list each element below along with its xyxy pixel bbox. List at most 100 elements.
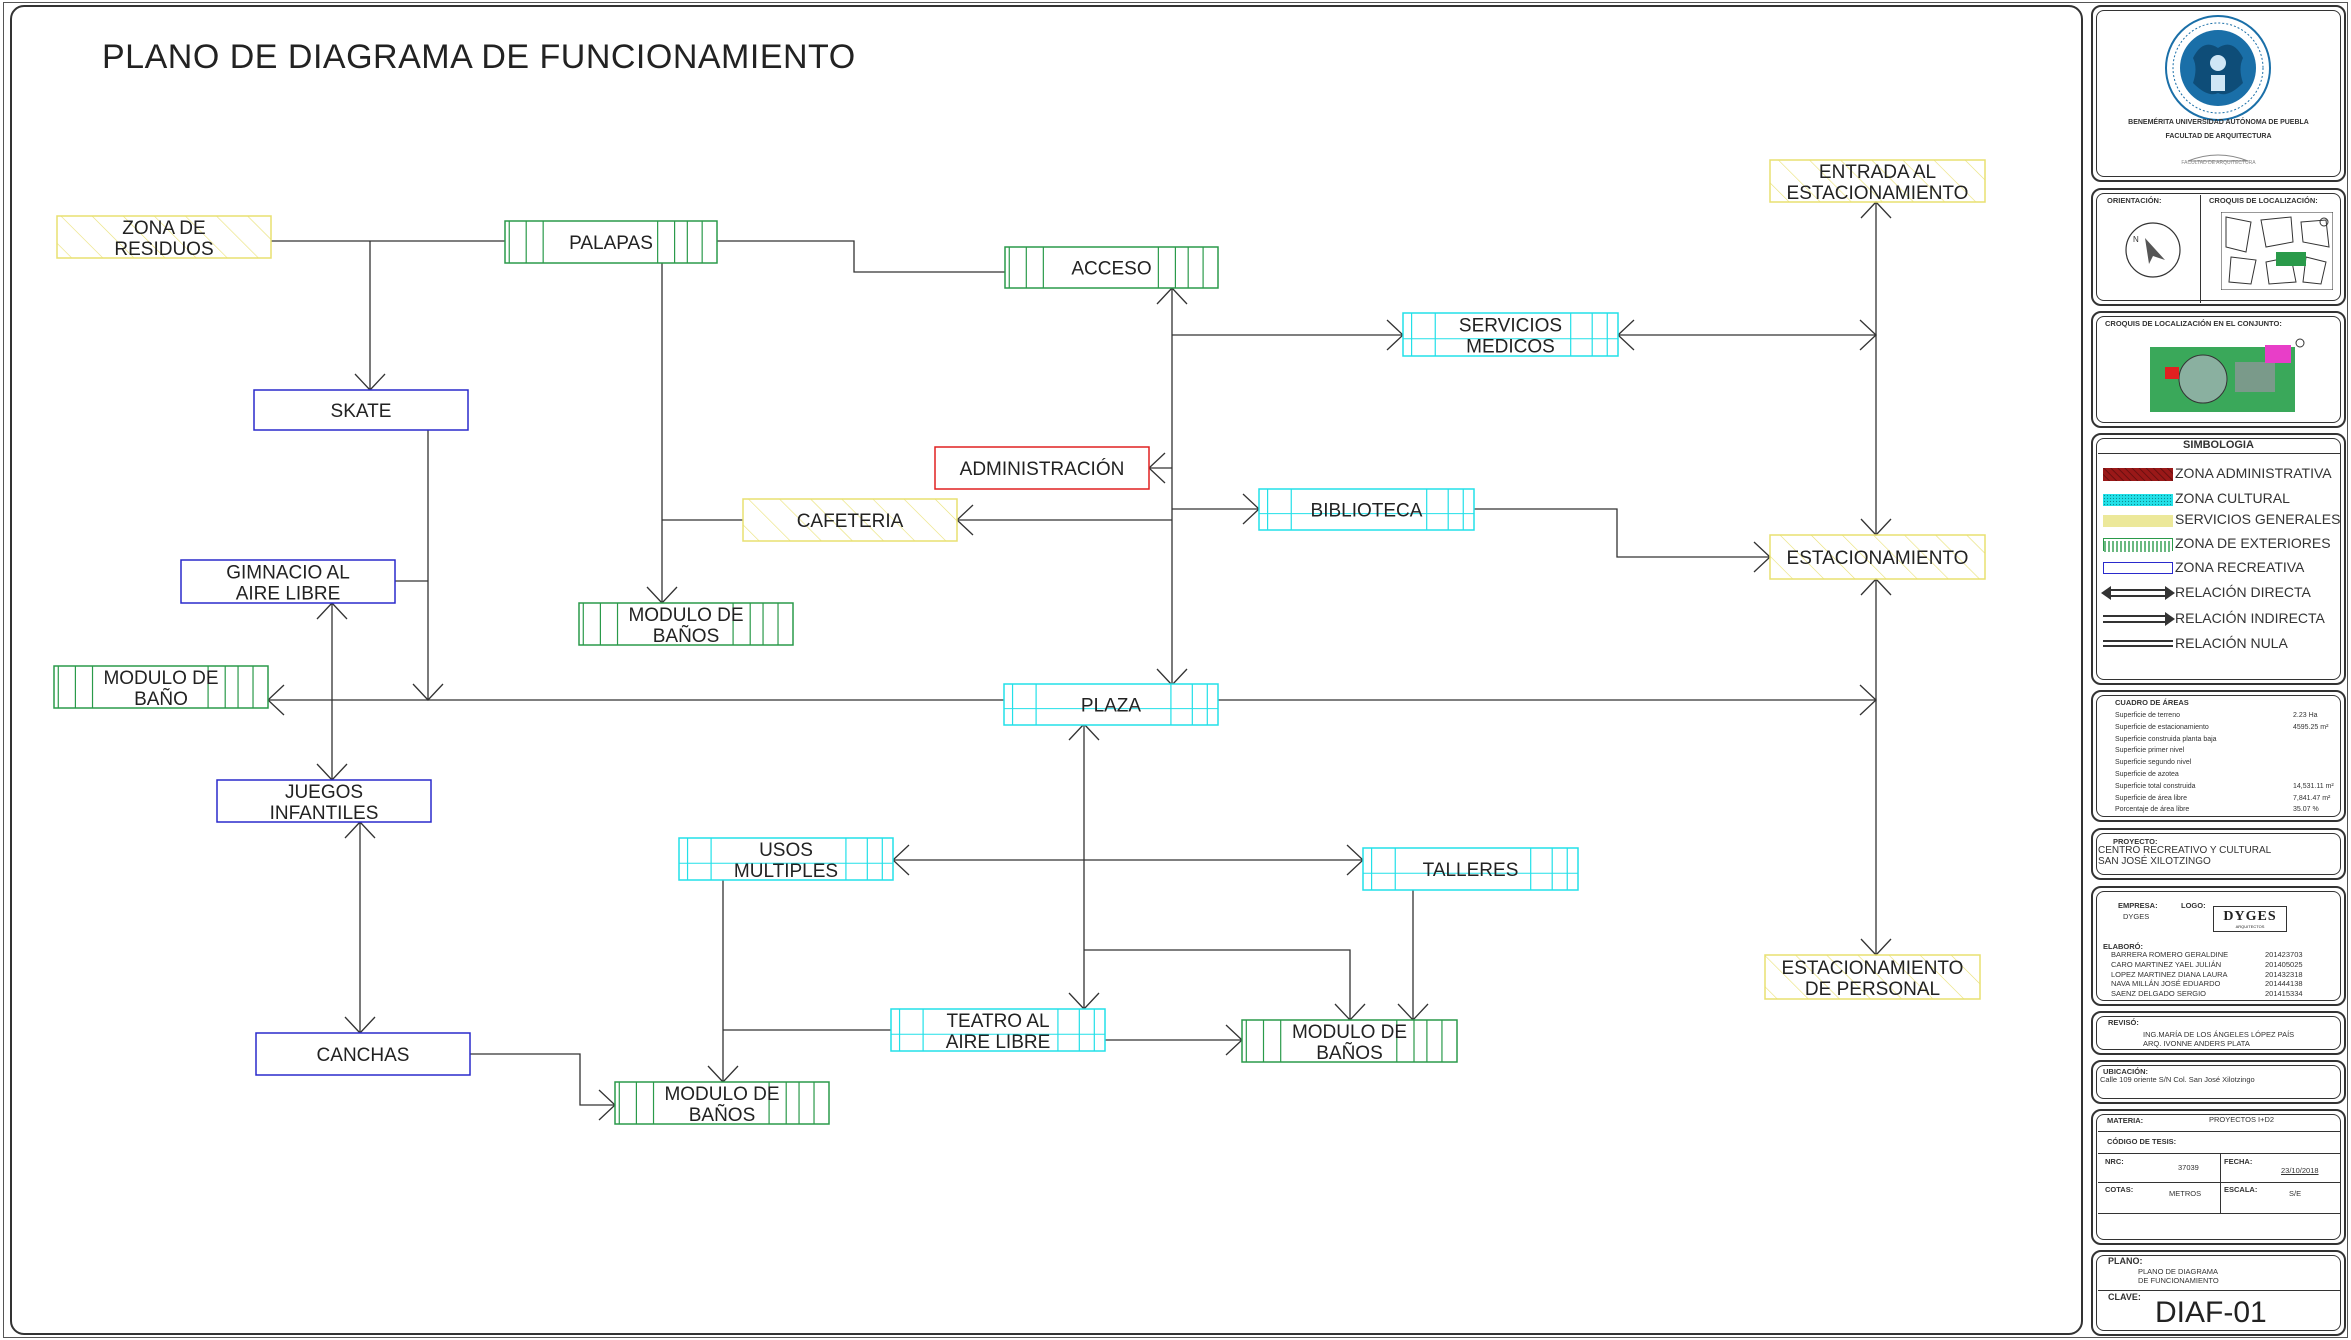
dimensions-value: METROS — [2169, 1189, 2202, 1198]
elaboro-label: ELABORÓ: — [2103, 942, 2143, 951]
node-label: RESIDUOS — [114, 239, 213, 260]
node-label: PLAZA — [1081, 696, 1142, 717]
area-value: 14,531.11 m² — [2293, 782, 2334, 790]
author-name: NAVA MILLÁN JOSÉ EDUARDO — [2111, 979, 2221, 989]
plan-panel: PLANO: PLANO DE DIAGRAMA DE FUNCIONAMIEN… — [2091, 1250, 2346, 1336]
legend-swatch-cultural — [2103, 493, 2173, 506]
area-label: Superficie construida planta baja — [2115, 735, 2217, 743]
reviewer-panel: REVISÓ: ING.MARÍA DE LOS ÁNGELES LÓPEZ P… — [2091, 1011, 2346, 1055]
arrow-skate-plaza — [412, 683, 444, 701]
plan-name-1: PLANO DE DIAGRAMA — [2138, 1267, 2219, 1276]
node-label: MEDICOS — [1466, 337, 1555, 358]
node-acceso: ACCESO — [1004, 246, 1219, 289]
legend-swatch-exteriores — [2103, 538, 2173, 552]
course-panel: MATERIA: PROYECTOS I+D2 CÓDIGO DE TESIS:… — [2091, 1109, 2346, 1245]
location-panel: UBICACIÓN: Calle 109 oriente S/N Col. Sa… — [2091, 1060, 2346, 1104]
node-label: MULTIPLES — [734, 861, 838, 882]
nrc-value: 37039 — [2178, 1163, 2199, 1172]
link-biblioteca-estac — [1474, 508, 1770, 558]
university-seal-icon — [2165, 15, 2271, 121]
node-label: ACCESO — [1071, 259, 1151, 280]
faculty-small: FACULTAD DE ARQUITECTURA — [2181, 160, 2256, 166]
thesis-code-label: CÓDIGO DE TESIS: — [2107, 1137, 2177, 1146]
date-value: 23/10/2018 — [2281, 1166, 2319, 1175]
faculty-name: FACULTAD DE ARQUITECTURA — [2165, 133, 2272, 140]
node-label: ESTACIONAMIENTO — [1782, 958, 1964, 979]
node-label: USOS — [759, 840, 813, 861]
link-palapas-acceso — [717, 240, 1005, 273]
node-label: CAFETERIA — [797, 511, 904, 532]
node-label: ESTACIONAMIENTO — [1787, 548, 1969, 569]
plan-name-2: DE FUNCIONAMIENTO — [2138, 1276, 2219, 1285]
link-canchas-banos — [470, 1053, 615, 1106]
areas-title: CUADRO DE ÁREAS — [2115, 698, 2189, 707]
author-id: 201405025 — [2265, 959, 2303, 969]
site-plan-icon — [2150, 338, 2305, 412]
subject-label: MATERIA: — [2107, 1116, 2144, 1125]
node-plaza: PLAZA — [1003, 683, 1219, 726]
link-plaza-banos2 — [1084, 949, 1351, 1020]
logo-label: LOGO: — [2181, 901, 2206, 910]
area-label: Superficie de terreno — [2115, 712, 2180, 719]
drawing-border — [3, 2, 2348, 1338]
node-label: AIRE LIBRE — [236, 584, 341, 605]
node-label: GIMNACIO AL — [226, 563, 350, 584]
author-id: 201432318 — [2265, 969, 2303, 979]
project-name-1: CENTRO RECREATIVO Y CULTURAL — [2098, 845, 2272, 856]
author-id: 201444138 — [2265, 979, 2303, 989]
node-label: MODULO DE — [103, 668, 218, 689]
location-map-icon — [2221, 212, 2333, 290]
author-name: LOPEZ MARTINEZ DIANA LAURA — [2111, 969, 2228, 979]
plan-label: PLANO: — [2108, 1256, 2143, 1266]
company-logo: DYGES ARQUITECTOS — [2213, 906, 2287, 932]
node-label: BAÑOS — [689, 1104, 756, 1126]
node-label: ENTRADA AL — [1819, 162, 1936, 183]
location-address: Calle 109 oriente S/N Col. San José Xilo… — [2100, 1075, 2255, 1084]
university-panel: BENEMÉRITA UNIVERSIDAD AUTÓNOMA DE PUEBL… — [2091, 5, 2346, 182]
author-id: 201423703 — [2265, 950, 2303, 959]
node-label: ZONA DE — [122, 218, 205, 239]
node-biblioteca: BIBLIOTECA — [1258, 488, 1475, 531]
node-label: BIBLIOTECA — [1311, 501, 1423, 522]
location-sketch-label: CROQUIS DE LOCALIZACIÓN: — [2209, 196, 2318, 205]
legend-panel: SIMBOLOGIA ZONA ADMINISTRATIVA ZONA CULT… — [2091, 433, 2346, 685]
node-label: DE PERSONAL — [1805, 979, 1940, 1000]
node-canchas: CANCHAS — [255, 1032, 471, 1076]
date-label: FECHA: — [2224, 1157, 2253, 1166]
node-label: AIRE LIBRE — [946, 1032, 1051, 1053]
legend-label-0: ZONA ADMINISTRATIVA — [2175, 465, 2332, 481]
area-label: Superficie de área libre — [2115, 794, 2187, 802]
legend-swatch-administrativa — [2103, 468, 2173, 481]
connection-lines — [267, 201, 1892, 1121]
legend-label-5: RELACIÓN DIRECTA — [2175, 584, 2311, 600]
node-label: BAÑO — [134, 688, 188, 710]
legend-label-3: ZONA DE EXTERIORES — [2175, 535, 2331, 551]
legend-title: SIMBOLOGIA — [2183, 439, 2254, 451]
node-palapas: PALAPAS — [504, 220, 718, 264]
indirect-relation-icon — [2103, 612, 2175, 626]
node-label: INFANTILES — [270, 803, 379, 824]
faculty-logo-icon — [2187, 154, 2249, 162]
area-value: 2.23 Ha — [2293, 712, 2318, 719]
node-label: BAÑOS — [1316, 1042, 1383, 1064]
orientation-panel: ORIENTACIÓN: CROQUIS DE LOCALIZACIÓN: N — [2091, 188, 2346, 306]
author-name: CARO MARTINEZ YAEL JULIÁN — [2111, 959, 2222, 969]
node-label: JUEGOS — [285, 782, 363, 803]
node-label: TALLERES — [1423, 860, 1519, 881]
node-label: SERVICIOS — [1459, 316, 1562, 337]
scale-label: ESCALA: — [2224, 1185, 2258, 1194]
node-label: MODULO DE — [628, 605, 743, 626]
company-panel: EMPRESA: LOGO: DYGES DYGES ARQUITECTOS E… — [2091, 886, 2346, 1006]
area-label: Superficie total construida — [2115, 782, 2196, 790]
subject-value: PROYECTOS I+D2 — [2209, 1115, 2275, 1124]
node-label: MODULO DE — [1292, 1022, 1407, 1043]
areas-panel: CUADRO DE ÁREAS Superficie de terreno 2.2… — [2091, 690, 2346, 822]
